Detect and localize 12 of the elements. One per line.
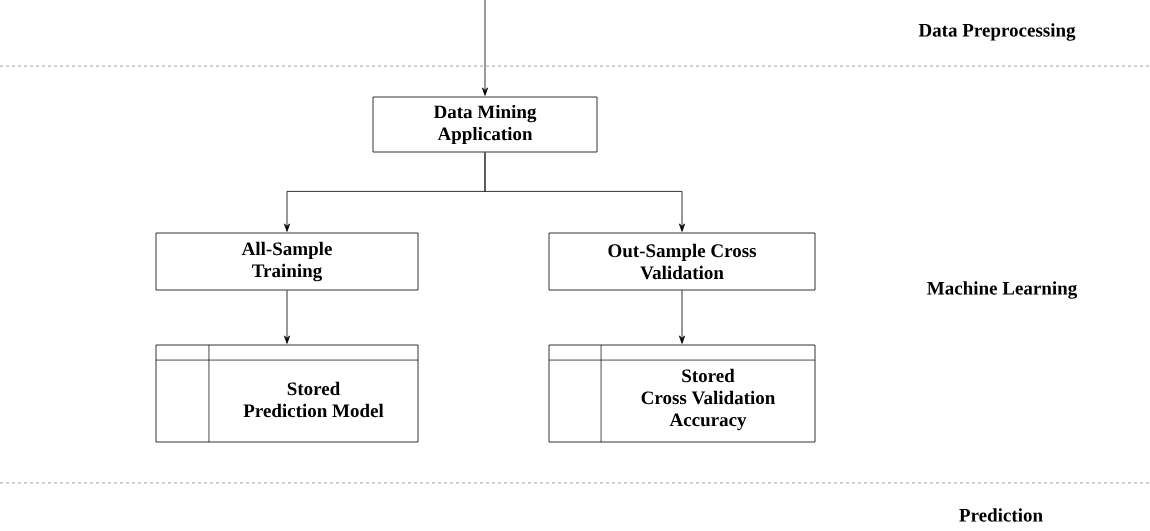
process-box: All-Sample Training bbox=[155, 232, 419, 291]
section-label: Machine Learning bbox=[927, 281, 1078, 299]
arrow bbox=[284, 290, 290, 344]
data-store: Stored Cross Validation Accuracy bbox=[548, 344, 816, 443]
section-label: Prediction bbox=[959, 508, 1043, 522]
process-box: Data Mining Application bbox=[372, 96, 598, 153]
arrow bbox=[679, 290, 686, 344]
section-label: Data Preprocessing bbox=[918, 23, 1076, 41]
data-store: Stored Prediction Model bbox=[155, 344, 419, 443]
process-box: Out-Sample Cross Validation bbox=[548, 232, 816, 291]
arrow bbox=[484, 152, 686, 232]
arrow bbox=[482, 0, 489, 96]
